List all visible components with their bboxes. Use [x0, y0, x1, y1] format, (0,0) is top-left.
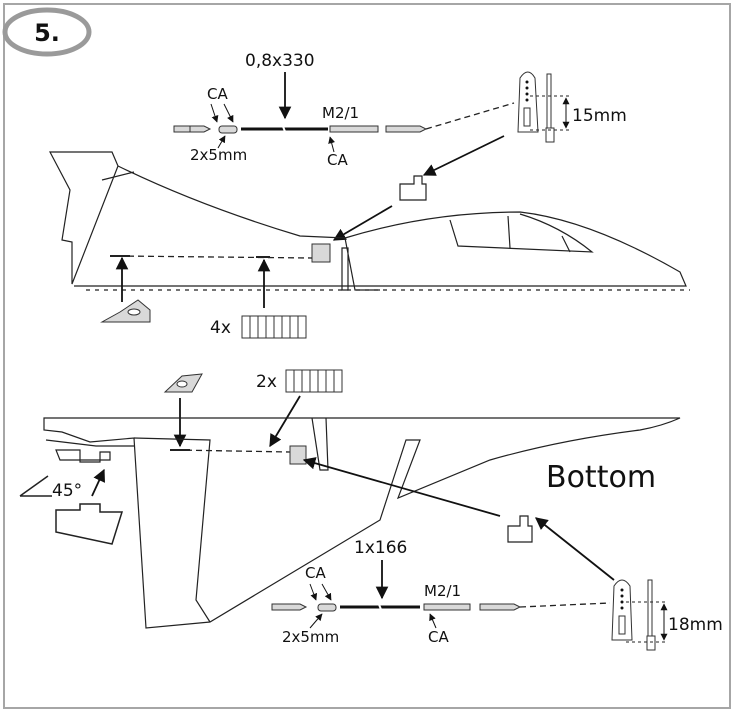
tube-part-bottom: [317, 603, 337, 612]
clevis-part-bottom-right: [479, 603, 522, 611]
hinges-group-top: [241, 315, 307, 339]
view-label-bottom: Bottom: [546, 460, 656, 495]
angle-label: 45°: [52, 481, 82, 501]
top-pushrod-assembly: 15mm 0,8x330 CA 2x5mm M2/1 CA: [173, 51, 627, 169]
servo-bottom: [507, 515, 533, 543]
horn-height-label-top: 15mm: [572, 106, 627, 126]
hinge-count-top: 4x: [210, 318, 231, 338]
clevis-part-bottom-left: [271, 603, 308, 611]
threaded-end-part-bottom: [423, 603, 471, 611]
ca-label-bottom-right: CA: [428, 628, 449, 646]
ca-label-bottom-left: CA: [305, 564, 326, 582]
hinge-count-bottom: 2x: [256, 372, 277, 392]
angle-cut-icon: [19, 475, 52, 497]
clevis-part: [173, 125, 212, 133]
tube-size-label-bottom: 2x5mm: [282, 628, 339, 646]
servo-top: [399, 175, 427, 201]
bottom-pushrod-assembly: 1x166 CA 2x5mm M2/1 CA: [271, 538, 611, 646]
cut-block-part: [55, 503, 124, 545]
ca-label-top-right: CA: [327, 151, 348, 169]
thread-label-bottom: M2/1: [424, 582, 461, 600]
threaded-end-part: [329, 125, 379, 133]
horn-base-part-bottom: [163, 373, 203, 393]
step-badge: 5.: [2, 7, 92, 57]
rod-size-label-top: 0,8x330: [245, 51, 315, 71]
rod-size-label-bottom: 1x166: [354, 538, 407, 558]
servo-mount-top: [311, 243, 331, 263]
step-number: 5.: [34, 19, 60, 47]
clevis-part-right: [385, 125, 428, 133]
ca-label-top-left: CA: [207, 85, 228, 103]
wing-bottom-view: [43, 417, 681, 629]
hinges-group-bottom: [285, 369, 343, 393]
horn-height-label-bottom: 18mm: [668, 615, 723, 635]
tube-part: [218, 125, 238, 134]
control-horn-bottom: [611, 579, 668, 651]
servo-mount-bottom: [289, 445, 307, 465]
horn-base-part-top: [100, 299, 151, 323]
page-border: [3, 3, 731, 709]
thread-label-top: M2/1: [322, 104, 359, 122]
tail-fin-side-view: [49, 151, 690, 291]
control-horn-top: [517, 71, 570, 143]
tube-size-label-top: 2x5mm: [190, 146, 247, 164]
